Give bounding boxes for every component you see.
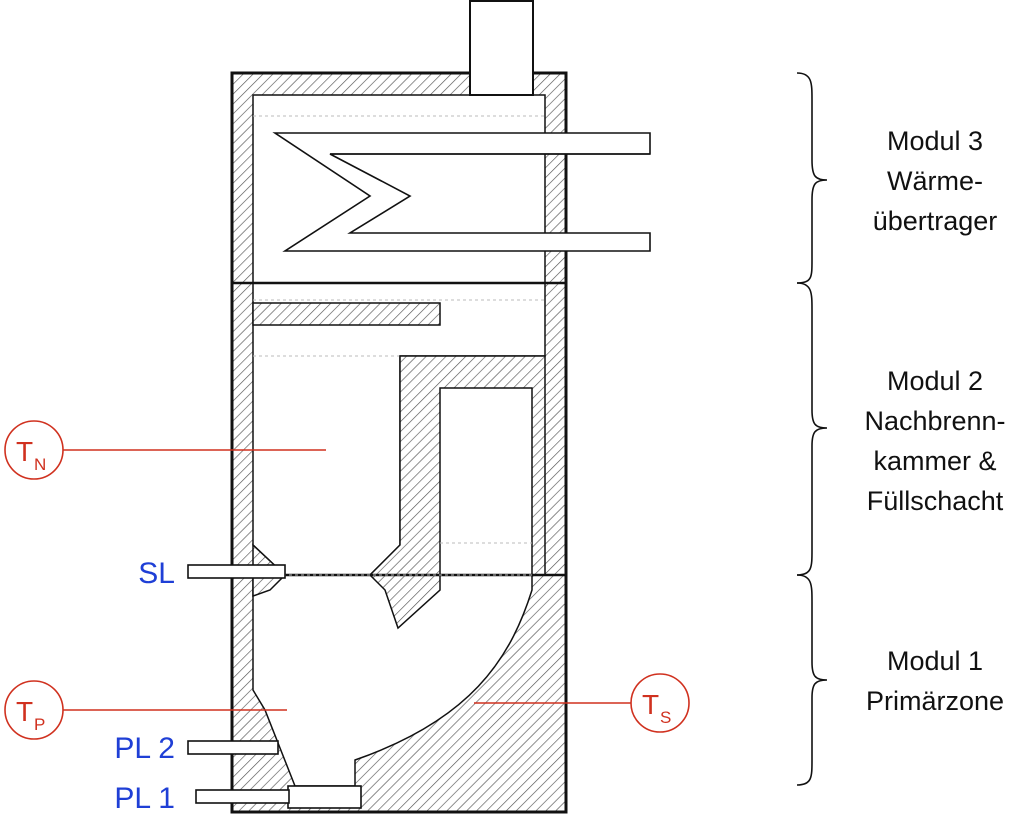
heat-exchanger-coil [272, 132, 651, 252]
grate [287, 785, 362, 809]
svg-text:Primärzone: Primärzone [866, 686, 1004, 716]
svg-text:übertrager: übertrager [873, 206, 998, 236]
sensor-tn: T N [4, 420, 64, 480]
svg-text:Füllschacht: Füllschacht [867, 486, 1004, 516]
brace-module3 [796, 72, 828, 284]
svg-text:S: S [660, 708, 671, 727]
svg-text:Wärme-: Wärme- [887, 166, 983, 196]
fill-shaft-opening [439, 387, 533, 576]
sensor-tp: T P [4, 680, 64, 740]
sl-pipe [187, 564, 286, 579]
svg-text:Modul 1: Modul 1 [887, 646, 983, 676]
label-pl1: PL 1 [114, 782, 175, 815]
brace-module2 [796, 282, 828, 576]
svg-text:Nachbrenn-: Nachbrenn- [864, 406, 1005, 436]
module3-label: Modul 3 Wärme- übertrager [873, 126, 998, 236]
pl2-pipe [187, 740, 279, 755]
pl1-pipe [195, 789, 290, 804]
primary-zone [252, 574, 533, 787]
svg-text:N: N [34, 455, 46, 474]
chimney [469, 0, 534, 96]
svg-text:Modul 3: Modul 3 [887, 126, 983, 156]
svg-text:P: P [34, 715, 45, 734]
svg-text:T: T [16, 696, 33, 727]
svg-text:Modul 2: Modul 2 [887, 366, 983, 396]
label-pl2: PL 2 [114, 732, 175, 765]
module1-label: Modul 1 Primärzone [866, 646, 1004, 716]
module2-label: Modul 2 Nachbrenn- kammer & Füllschacht [864, 366, 1005, 516]
upper-baffle [252, 302, 441, 326]
brace-module1 [796, 574, 828, 786]
label-sl: SL [138, 557, 175, 590]
module3-chamber [252, 94, 546, 284]
svg-text:kammer &: kammer & [873, 446, 996, 476]
svg-text:T: T [642, 689, 659, 720]
svg-text:T: T [16, 436, 33, 467]
sensor-ts: T S [630, 673, 690, 733]
